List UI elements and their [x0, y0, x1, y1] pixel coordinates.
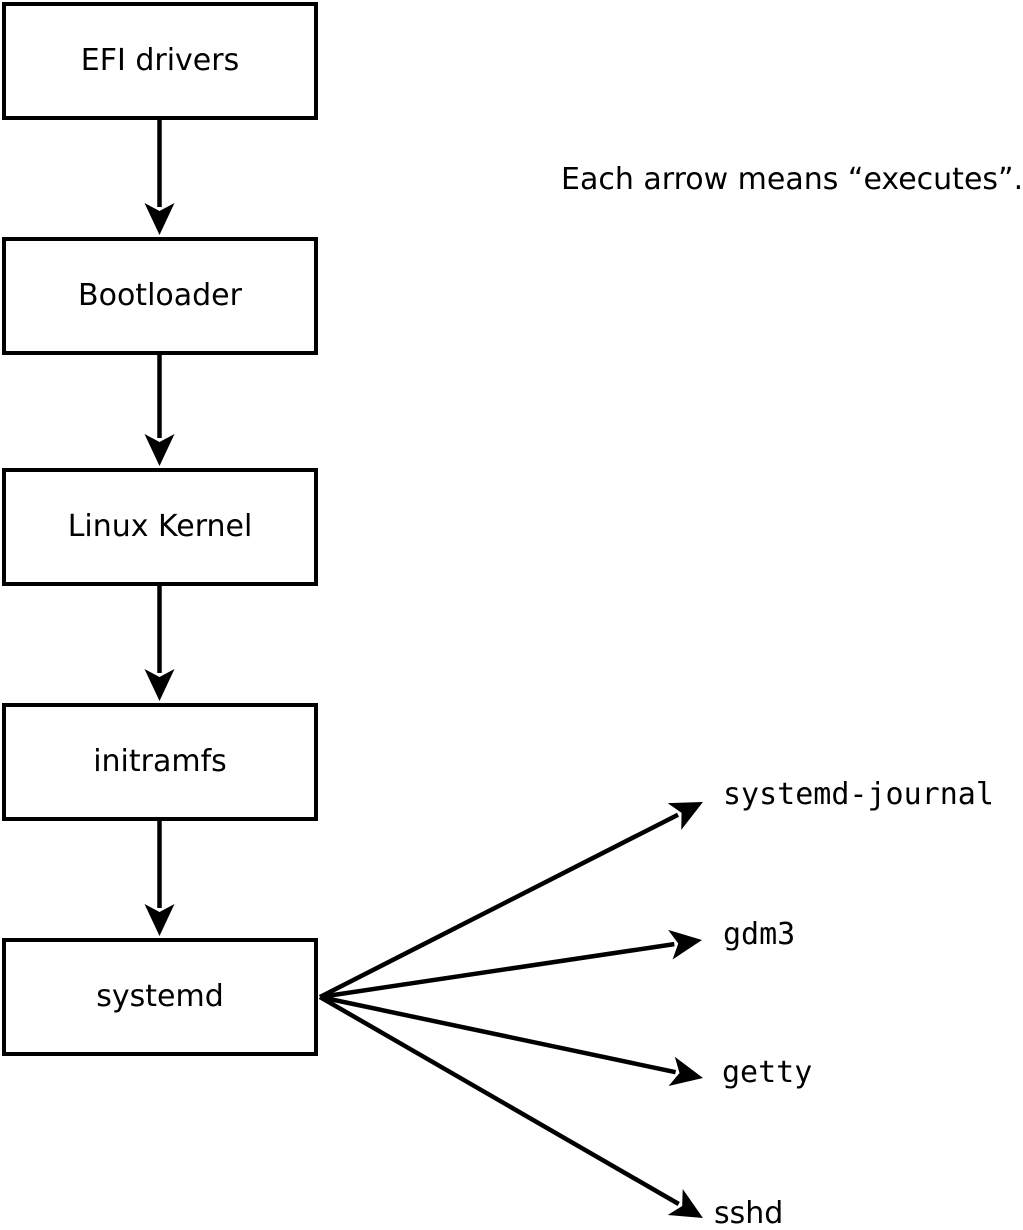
node-efi-drivers: EFI drivers [2, 2, 318, 120]
arrow-systemd-to-sshd [318, 995, 703, 1218]
node-initramfs: initramfs [2, 703, 318, 821]
node-linux-kernel: Linux Kernel [2, 468, 318, 586]
arrow-systemd-to-getty [319, 994, 703, 1087]
annotation-arrow-meaning: Each arrow means “executes”. [561, 162, 1023, 197]
node-initramfs-label: initramfs [93, 744, 227, 779]
node-efi-drivers-label: EFI drivers [80, 43, 240, 78]
node-bootloader: Bootloader [2, 237, 318, 355]
arrow-systemd-to-journal [318, 801, 703, 1000]
node-systemd-label: systemd [96, 979, 224, 1014]
arrow-systemd-to-gdm3 [319, 929, 702, 1000]
label-sshd: sshd [714, 1196, 784, 1230]
label-systemd-journal: systemd-journal [723, 777, 994, 812]
node-linux-kernel-label: Linux Kernel [67, 509, 253, 544]
node-bootloader-label: Bootloader [78, 278, 242, 313]
node-systemd: systemd [2, 938, 318, 1056]
label-getty: getty [722, 1055, 813, 1090]
label-gdm3: gdm3 [723, 917, 796, 952]
